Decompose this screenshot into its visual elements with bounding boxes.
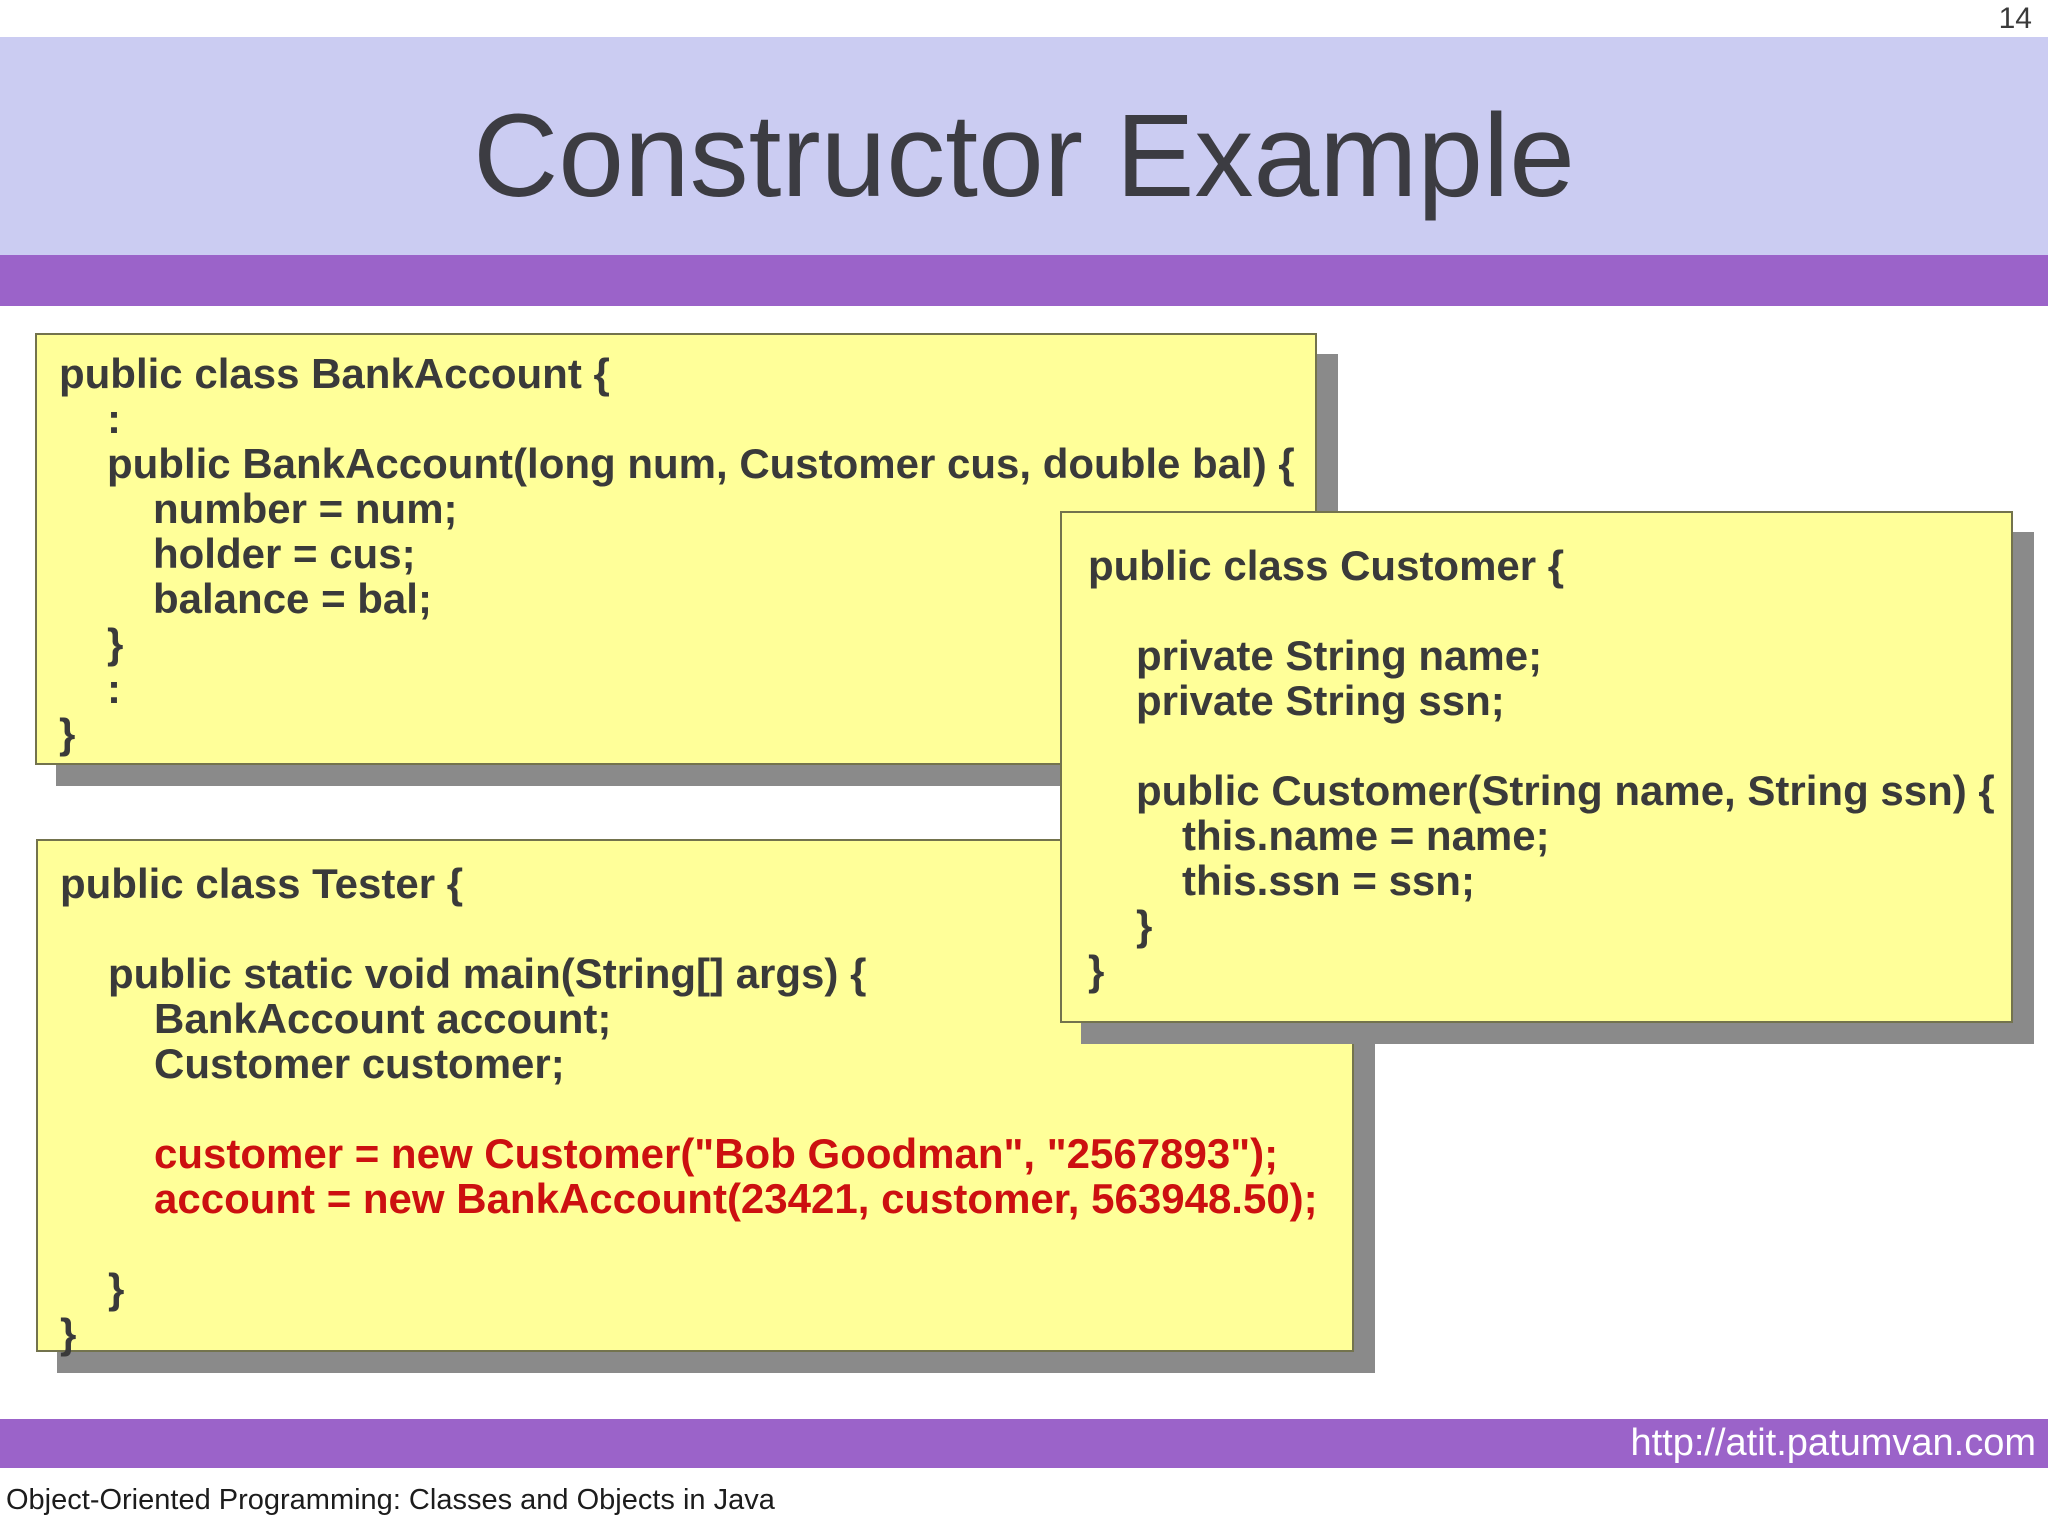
code-line: } (60, 1310, 77, 1357)
code-line: public Customer(String name, String ssn)… (1136, 767, 1995, 814)
code-line: } (108, 1265, 125, 1312)
code-line: account = new BankAccount(23421, custome… (154, 1175, 1318, 1222)
code-box-customer: public class Customer { private String na… (1060, 511, 2013, 1023)
code-line: public class BankAccount { (59, 350, 610, 397)
code-line: private String name; (1136, 632, 1543, 679)
code-line: } (59, 710, 76, 757)
code-box-tester: public class Tester { public static void … (36, 839, 1354, 1356)
slide-title: Constructor Example (473, 90, 1575, 222)
top-purple-stripe (0, 255, 2048, 306)
code-line: public class Customer { (1088, 542, 1565, 589)
code-line: customer = new Customer("Bob Goodman", "… (154, 1130, 1279, 1177)
code-line: number = num; (153, 485, 458, 532)
code-line: public class Tester { (60, 860, 464, 907)
code-line: holder = cus; (153, 530, 416, 577)
page-number: 14 (1998, 2, 2032, 35)
bottom-purple-stripe: http://atit.patumvan.com (0, 1419, 2048, 1468)
code-line: this.name = name; (1182, 812, 1550, 859)
footer-caption: Object-Oriented Programming: Classes and… (6, 1484, 775, 1516)
code-line: : (107, 395, 121, 442)
code-line: Customer customer; (154, 1040, 565, 1087)
code-line: this.ssn = ssn; (1182, 857, 1475, 904)
code-line (1088, 588, 2011, 633)
code-line: } (107, 620, 124, 667)
code-line: private String ssn; (1136, 677, 1505, 724)
code-line (60, 1221, 1352, 1266)
code-line: } (1136, 902, 1153, 949)
code-line (60, 1086, 1352, 1131)
code-line: public BankAccount(long num, Customer cu… (107, 440, 1295, 487)
code-line: public static void main(String[] args) { (108, 950, 867, 997)
code-line: : (107, 665, 121, 712)
footer-url: http://atit.patumvan.com (1630, 1422, 2036, 1464)
code-line (1088, 723, 2011, 768)
code-line: balance = bal; (153, 575, 432, 622)
code-line: BankAccount account; (154, 995, 612, 1042)
title-banner: Constructor Example (0, 37, 2048, 255)
code-line: } (1088, 947, 1105, 994)
